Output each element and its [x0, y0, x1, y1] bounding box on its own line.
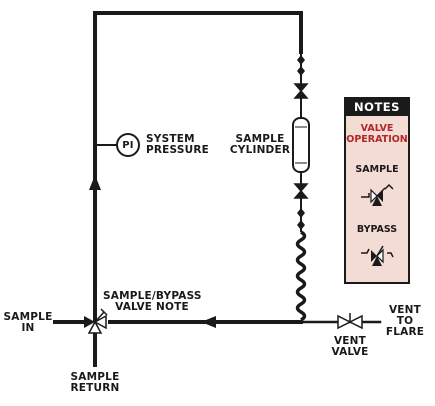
sample-note-title: SAMPLE — [355, 164, 399, 175]
sample-in-line-2: IN — [21, 322, 35, 334]
sample-bypass-line-1: SAMPLE/BYPASS — [103, 290, 202, 302]
sample-return-line-1: SAMPLE — [70, 371, 120, 383]
bypass-note-title: BYPASS — [356, 224, 398, 235]
sample-return-line-2: RETURN — [70, 382, 120, 394]
valve-operation-line-2: OPERATION — [346, 133, 408, 145]
vent-valve-line-1: VENT — [333, 335, 367, 347]
vent-to-flare-line-3: FLARE — [385, 326, 425, 338]
notes-header: NOTES — [346, 99, 408, 116]
sample-in-label: SAMPLE IN — [2, 312, 54, 334]
notes-panel: NOTES VALVE OPERATION SAMPLE BYPASS — [344, 97, 410, 284]
sample-cylinder-label: SAMPLE CYLINDER — [228, 134, 292, 156]
fitting-diamond-3 — [297, 220, 305, 230]
sample-bypass-valve-note-label: SAMPLE/BYPASS VALVE NOTE — [103, 291, 201, 313]
fitting-diamond-4 — [297, 208, 305, 218]
system-pressure-line-1: SYSTEM — [146, 133, 195, 145]
flexible-hose — [295, 230, 307, 322]
pressure-indicator-icon — [116, 133, 140, 157]
fitting-diamond-2 — [297, 66, 305, 76]
system-pressure-label: SYSTEM PRESSURE — [146, 134, 209, 156]
sample-in-line-1: SAMPLE — [3, 311, 53, 323]
sample-cylinder-line-2: CYLINDER — [229, 144, 291, 156]
system-pressure-line-2: PRESSURE — [146, 144, 209, 156]
flow-arrow-icon — [89, 175, 101, 190]
bypass-position-valve-icon — [361, 245, 394, 266]
vent-valve-label: VENT VALVE — [330, 336, 370, 358]
pi-text: PI — [122, 140, 134, 151]
vent-to-flare-line-2: TO — [396, 315, 414, 327]
vent-valve-line-2: VALVE — [331, 346, 369, 358]
sample-cylinder-icon — [292, 117, 310, 173]
valve-operation-line-1: VALVE — [360, 123, 394, 134]
pi-label: PI — [117, 140, 139, 151]
flow-arrow-icon-2 — [201, 316, 216, 328]
vent-to-flare-label: VENT TO FLARE — [380, 305, 430, 338]
three-way-valve-icon — [84, 308, 108, 334]
cylinder-valves — [293, 80, 309, 199]
vent-valve-icon — [337, 313, 363, 330]
sample-return-label: SAMPLE RETURN — [64, 372, 126, 394]
sample-cylinder-line-1: SAMPLE — [235, 133, 285, 145]
sample-position-valve-icon — [361, 183, 394, 206]
vent-to-flare-line-1: VENT — [388, 304, 422, 316]
valve-operation-title: VALVE OPERATION — [346, 123, 408, 145]
fitting-diamond-1 — [297, 55, 305, 65]
fittings — [297, 55, 305, 230]
sample-bypass-line-2: VALVE NOTE — [115, 301, 189, 313]
